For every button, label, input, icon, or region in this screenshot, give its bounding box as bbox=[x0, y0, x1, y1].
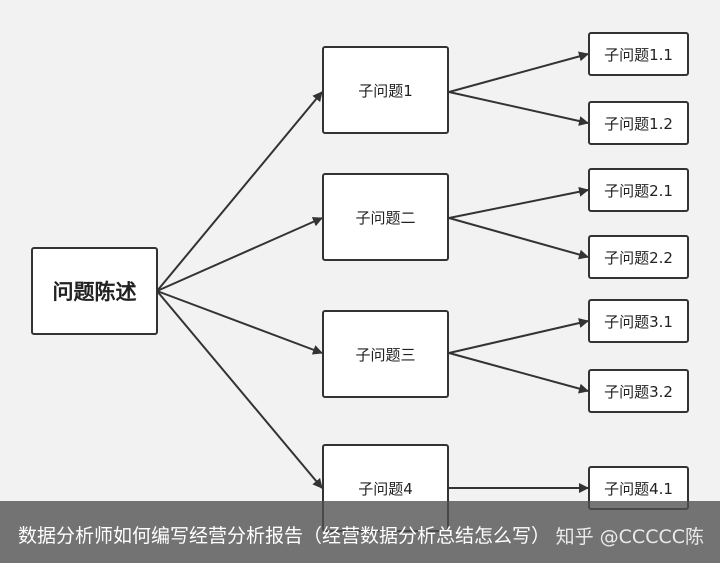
caption-bar: 数据分析师如何编写经营分析报告（经营数据分析总结怎么写） 知乎 @CCCCC陈 bbox=[0, 501, 720, 563]
connector-root-branch-3 bbox=[156, 290, 323, 355]
leaf-node-3-1: 子问题3.1 bbox=[588, 299, 689, 343]
connector-2-1 bbox=[448, 186, 589, 219]
connector-root-branch-1 bbox=[156, 91, 323, 292]
branch-node-3: 子问题三 bbox=[322, 310, 449, 398]
leaf-node-2-1: 子问题2.1 bbox=[588, 168, 689, 212]
connector-root-branch-2 bbox=[156, 217, 323, 292]
root-node: 问题陈述 bbox=[31, 247, 158, 335]
branch-node-2: 子问题二 bbox=[322, 173, 449, 261]
connector-3-2 bbox=[448, 352, 589, 394]
connector-2-2 bbox=[448, 217, 589, 260]
leaf-node-1-2: 子问题1.2 bbox=[588, 101, 689, 145]
branch-node-1: 子问题1 bbox=[322, 46, 449, 134]
connector-3-1 bbox=[448, 318, 589, 354]
connector-1-1 bbox=[448, 51, 589, 93]
leaf-node-3-2: 子问题3.2 bbox=[588, 369, 689, 413]
caption-title: 数据分析师如何编写经营分析报告（经营数据分析总结怎么写） bbox=[18, 525, 551, 547]
connector-1-2 bbox=[448, 91, 589, 126]
leaf-node-2-2: 子问题2.2 bbox=[588, 235, 689, 279]
connector-root-branch-4 bbox=[156, 290, 323, 489]
watermark: 知乎 @CCCCC陈 bbox=[555, 526, 704, 548]
leaf-node-1-1: 子问题1.1 bbox=[588, 32, 689, 76]
